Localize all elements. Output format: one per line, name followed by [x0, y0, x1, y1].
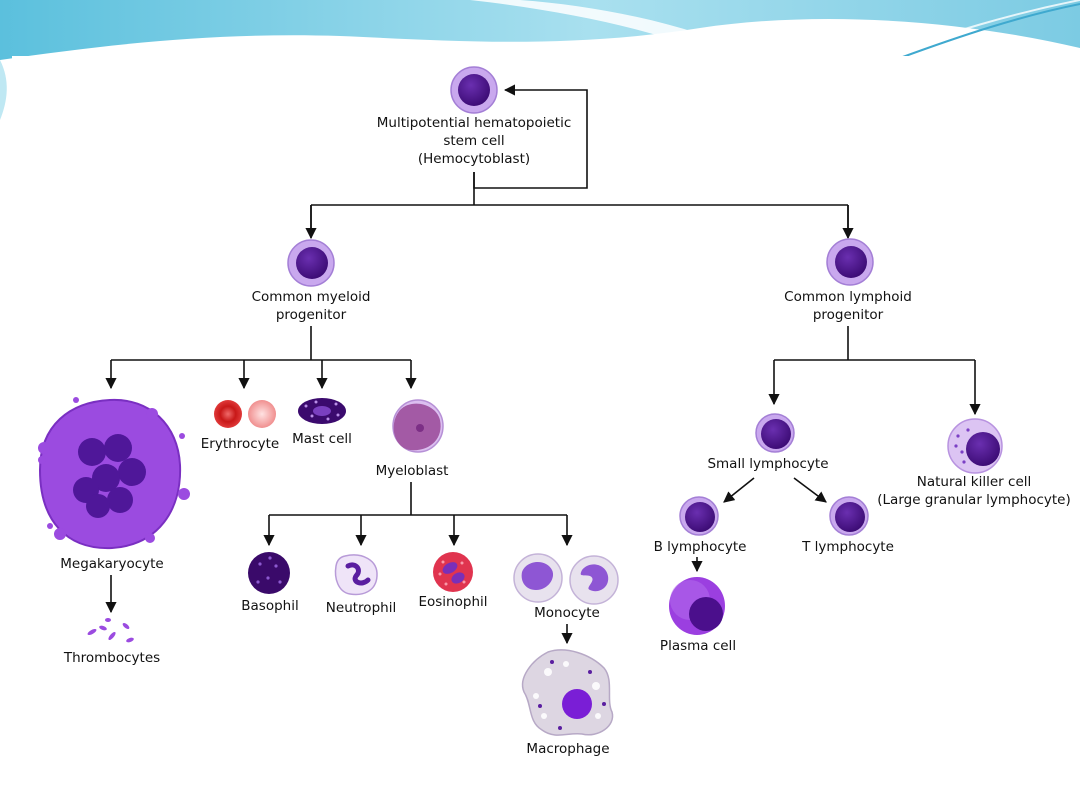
stem-branch	[310, 172, 849, 236]
myeloblast-branch	[269, 482, 567, 516]
stem-cell-label: Multipotential hematopoietic stem cell (…	[376, 115, 572, 167]
t-lymphocyte-label: T lymphocyte	[802, 539, 894, 555]
lymphoid-progenitor-icon	[826, 238, 874, 286]
header-wave-line	[899, 3, 1080, 59]
erythrocyte-icon	[214, 400, 276, 428]
lymphoid-progenitor-label: Common lymphoid progenitor	[784, 289, 912, 323]
basophil-icon	[248, 552, 290, 594]
thrombocytes-label: Thrombocytes	[63, 650, 161, 666]
eosinophil-icon	[433, 552, 473, 592]
connector-lines	[105, 84, 981, 645]
natural-killer-label: Natural killer cell (Large granular lymp…	[877, 474, 1071, 508]
mast-cell-label: Mast cell	[292, 431, 352, 447]
header-wave-highlight	[470, 0, 760, 58]
header-wave-line-2	[879, 0, 1080, 59]
small-lymphocyte-icon	[755, 413, 795, 453]
neutrophil-label: Neutrophil	[325, 600, 397, 616]
plasma-cell-label: Plasma cell	[659, 638, 737, 654]
myeloid-progenitor-label: Common myeloid progenitor	[251, 289, 371, 323]
erythrocyte-label: Erythrocyte	[200, 436, 280, 452]
side-wave	[0, 60, 7, 120]
thrombocytes-icon	[87, 618, 134, 643]
plasma-cell-icon	[669, 577, 725, 635]
content-card	[12, 56, 1068, 766]
basophil-label: Basophil	[241, 598, 299, 614]
t-lymphocyte-icon	[829, 496, 869, 536]
myeloblast-label: Myeloblast	[375, 463, 449, 479]
megakaryocyte-label: Megakaryocyte	[60, 556, 164, 572]
megakaryocyte-icon	[38, 397, 190, 550]
myeloid-progenitor-icon	[287, 239, 335, 287]
neutrophil-icon	[334, 554, 378, 596]
eosinophil-label: Eosinophil	[418, 594, 488, 610]
monocyte-icon	[513, 553, 619, 605]
header-wave	[0, 0, 1080, 60]
macrophage-label: Macrophage	[526, 741, 610, 757]
lymphoid-branch	[774, 326, 975, 361]
small-lymphocyte-label: Small lymphocyte	[707, 456, 829, 472]
natural-killer-cell-icon	[947, 418, 1003, 474]
b-lymphocyte-icon	[679, 496, 719, 536]
mast-cell-icon	[298, 398, 346, 424]
stem-cell-icon	[450, 66, 498, 114]
myeloid-branch	[111, 326, 411, 361]
myeloblast-icon	[392, 399, 444, 453]
macrophage-icon	[521, 649, 614, 736]
monocyte-label: Monocyte	[534, 605, 600, 621]
b-lymphocyte-label: B lymphocyte	[653, 539, 747, 555]
